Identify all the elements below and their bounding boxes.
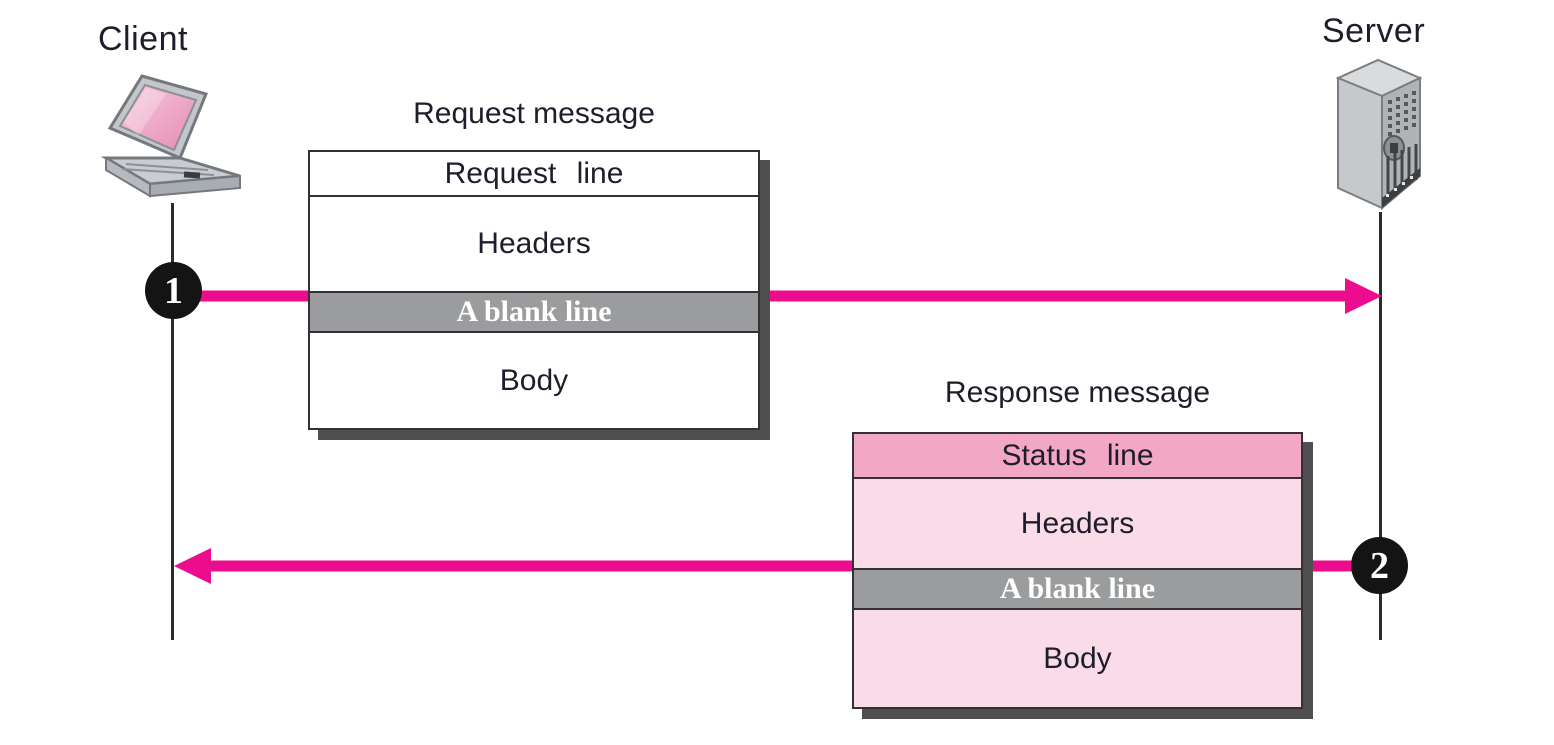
request-message-box: Request line Headers A blank line Body	[308, 150, 760, 430]
server-lifeline	[1379, 212, 1382, 640]
response-body-row: Body	[854, 608, 1301, 707]
status-line-row: Status line	[854, 434, 1301, 477]
laptop-icon	[100, 74, 241, 198]
response-message-title: Response message	[944, 376, 1211, 409]
step-1-badge: 1	[145, 262, 202, 319]
step-2-badge: 2	[1351, 537, 1408, 594]
request-body-row: Body	[310, 331, 758, 428]
request-blank-line-row: A blank line	[310, 291, 758, 331]
response-blank-line-row: A blank line	[854, 568, 1301, 608]
request-message-title: Request message	[413, 97, 655, 130]
response-headers-row: Headers	[854, 477, 1301, 568]
client-lifeline	[171, 203, 174, 640]
server-label: Server	[1322, 12, 1426, 50]
response-message-box: Status line Headers A blank line Body	[852, 432, 1303, 709]
client-label: Client	[98, 20, 188, 58]
server-tower-icon	[1335, 58, 1423, 211]
request-line-row: Request line	[310, 152, 758, 195]
request-headers-row: Headers	[310, 195, 758, 291]
